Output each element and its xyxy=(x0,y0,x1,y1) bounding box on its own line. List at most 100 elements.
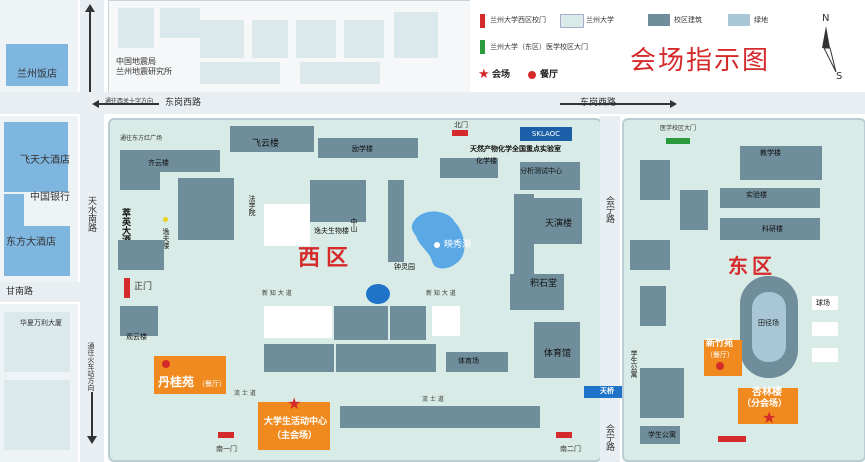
qiyun-building-a xyxy=(120,150,160,190)
danguiyuan-canting: （餐厅） xyxy=(198,380,226,388)
legend-lzu-swatch xyxy=(560,14,584,28)
tennis-court-3 xyxy=(812,348,838,362)
lake-shape xyxy=(411,211,465,269)
east-gate-icon xyxy=(666,138,690,144)
legend-building-label: 校区建筑 xyxy=(674,16,702,24)
east-jiaoxue-label: 教学楼 xyxy=(760,149,781,157)
arrow-down-icon xyxy=(87,436,97,444)
seismo-label-2: 兰州地震研究所 xyxy=(116,67,172,76)
west-white-block-3 xyxy=(432,306,460,336)
huining-label-2: 会宁路 xyxy=(604,424,614,451)
seismo-building-8 xyxy=(200,62,280,84)
south-gate-2-label: 南二门 xyxy=(560,445,581,453)
seismo-label-1: 中国地震局 xyxy=(116,57,156,66)
lake-point-icon xyxy=(434,242,440,248)
keyan-building xyxy=(720,218,820,240)
south-gate-2-icon xyxy=(556,432,572,438)
east-building-mid xyxy=(630,240,670,270)
arrow-up-icon xyxy=(85,4,95,12)
lixing-building xyxy=(318,138,418,158)
legend-west-gate-label: 兰州大学西区校门 xyxy=(490,16,546,24)
yellow-marker-icon xyxy=(163,217,168,222)
huining-label-1: 会宁路 xyxy=(604,196,614,223)
gongyu-building-1 xyxy=(640,368,684,418)
legend-building-swatch xyxy=(648,14,670,26)
sklaoc-logo: SKLAOC xyxy=(520,127,572,141)
legend-lzu-label: 兰州大学 xyxy=(586,16,614,24)
legend-restaurant-dot-icon xyxy=(528,71,536,79)
student-center-building[interactable] xyxy=(258,402,330,450)
shiyan-building xyxy=(720,188,820,208)
student-center-label-1: 大学生活动中心 xyxy=(264,417,328,427)
cuiying-building-main xyxy=(178,178,234,240)
gongyu-label-2: 学生公寓 xyxy=(648,431,676,439)
jingting-label: 积石堂 xyxy=(530,279,558,289)
tiyu-building xyxy=(534,322,580,378)
compass-s: S xyxy=(836,71,843,82)
west-main-gate-label: 正门 xyxy=(134,282,153,292)
tianyan-building-b xyxy=(534,198,582,244)
south-gate-1-label: 南一门 xyxy=(216,445,237,453)
west-white-block-1 xyxy=(264,204,310,246)
gannan-label: 甘南路 xyxy=(6,287,34,297)
xiaoyun-label: 逸夫生物楼 xyxy=(314,227,349,235)
tianyan-label: 天演楼 xyxy=(545,219,573,229)
student-center-label-2: （主会场） xyxy=(272,431,318,441)
tianshui-south-label: 天水南路 xyxy=(86,196,96,232)
to-train-label: 通往火车站方向 xyxy=(87,342,95,391)
west-white-block-2 xyxy=(264,306,332,338)
gongyu-building-2 xyxy=(640,426,680,444)
analysis-building xyxy=(520,162,580,190)
east-building-left-2 xyxy=(680,190,708,230)
east-zone-label: 东区 xyxy=(728,254,776,278)
lab-name-label: 天然产物化学全国重点实验室 xyxy=(470,145,561,153)
sports-field-label: 体育场 xyxy=(458,357,479,365)
shiyan-label: 实验楼 xyxy=(746,191,767,199)
arrow-right-shaft xyxy=(560,103,670,105)
lanzhou-hotel-label: 兰州饭店 xyxy=(17,69,57,80)
south-building-row xyxy=(340,406,540,428)
arrow-left-icon xyxy=(92,100,99,108)
seismo-building-1 xyxy=(118,8,154,48)
compass-n: N xyxy=(822,13,830,24)
legend-east-gate-label: 兰州大学（东区）医学校区大门 xyxy=(490,43,588,51)
xinzhi-label-1: 新 知 大 道 xyxy=(262,290,292,297)
keyan-label: 科研楼 xyxy=(762,225,783,233)
west-north-gate-label: 北门 xyxy=(454,121,468,129)
jiaoxue-building xyxy=(334,306,388,340)
flyover-label: 天桥 xyxy=(600,387,614,395)
seismo-building-6 xyxy=(344,20,384,58)
analysis-label: 分析测试中心 xyxy=(520,167,562,175)
xinglin-star-icon: ★ xyxy=(762,408,777,427)
feitian-label: 飞天大酒店 xyxy=(20,155,70,166)
east-gate-label: 医学校区大门 xyxy=(660,125,697,132)
tianshui-road xyxy=(80,0,104,462)
huaxia-building xyxy=(4,312,70,372)
xinzhuyuan-building[interactable] xyxy=(704,340,742,376)
east-building-mid-2 xyxy=(640,286,666,326)
cuiying-building-label: 逸夫楼 xyxy=(162,228,170,249)
legend-east-gate-icon xyxy=(480,40,485,54)
dongfang-building xyxy=(4,226,70,276)
xinglin-building[interactable] xyxy=(738,388,798,424)
feitian-building xyxy=(4,122,68,192)
east-building-left xyxy=(640,160,670,200)
west-building-mid xyxy=(264,344,334,372)
legend-venue-label: 会场 xyxy=(492,70,511,80)
tennis-label: 球场 xyxy=(816,299,830,307)
seismo-building-9 xyxy=(300,62,380,84)
qiyun-label: 齐云楼 xyxy=(148,159,169,167)
lanzhou-hotel-building xyxy=(6,44,68,86)
xinglin-label-2: （分会场） xyxy=(742,399,788,409)
feiyun-label: 飞云楼 xyxy=(252,139,280,149)
yiyuan-label: 钟灵园 xyxy=(394,263,415,271)
gannan-road xyxy=(0,282,104,302)
liushi-label-2: 流 士 道 xyxy=(422,396,444,403)
donggang-west-label-1: 东岗西路 xyxy=(165,98,202,108)
south-gate-1-icon xyxy=(218,432,234,438)
arrow-left-shaft xyxy=(99,103,159,105)
xinzhuyuan-label-1: 新竹苑 xyxy=(706,339,734,349)
boc-label: 中国银行 xyxy=(30,192,70,203)
xinglin-label-1: 杏林楼 xyxy=(752,387,782,398)
